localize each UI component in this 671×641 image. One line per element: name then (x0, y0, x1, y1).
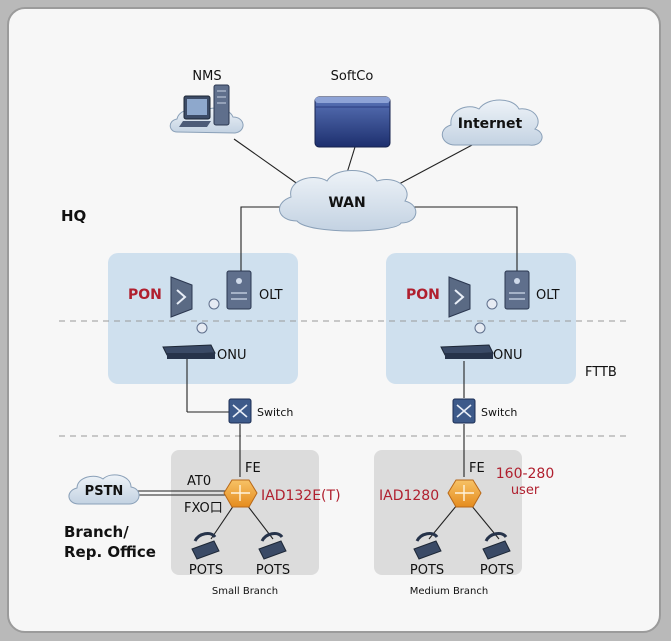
olt-label-right: OLT (536, 288, 560, 303)
iad-small-label: IAD132E(T) (261, 488, 341, 504)
onu-icon-right (440, 344, 494, 359)
branch-label-line1: Branch/ (64, 523, 129, 541)
onu-label-left: ONU (217, 348, 246, 363)
olt-icon-right (504, 270, 530, 310)
user-unit-label: user (511, 483, 540, 498)
hq-label: HQ (61, 207, 86, 225)
phone-icon-2 (258, 532, 287, 560)
connection-lines (114, 138, 518, 540)
onu-icon-left (162, 344, 216, 359)
phone-icon-4 (482, 532, 511, 560)
pon-label-right: PON (406, 287, 440, 303)
at0-label: AT0 (187, 474, 211, 489)
medium-branch-caption: Medium Branch (410, 586, 488, 597)
softco-icon (314, 96, 391, 148)
network-diagram: NMS SoftCo Internet WAN HQ PON OLT ONU (59, 69, 629, 597)
pots-label-2: POTS (256, 563, 290, 578)
internet-label: Internet (458, 116, 523, 132)
diagram-frame: NMS SoftCo Internet WAN HQ PON OLT ONU (7, 7, 661, 633)
olt-icon-left (226, 270, 252, 310)
iad-medium-label: IAD1280 (379, 488, 439, 504)
user-range-label: 160-280 (496, 466, 555, 482)
pon-region-right (386, 253, 576, 384)
fiber-connector-icon-right (474, 298, 498, 334)
fiber-connector-icon-left (196, 298, 220, 334)
onu-label-right: ONU (493, 348, 522, 363)
medium-branch-region (374, 450, 522, 575)
nms-icon (169, 84, 244, 134)
splitter-icon-left (170, 276, 193, 318)
iad-icon-small (223, 479, 258, 508)
internet-cloud-icon (441, 99, 543, 146)
pstn-label: PSTN (85, 484, 124, 499)
nms-label: NMS (192, 69, 221, 84)
softco-label: SoftCo (331, 69, 374, 84)
switch-icon-right (452, 398, 476, 424)
pon-region-left (108, 253, 298, 384)
fe-label-right: FE (469, 461, 485, 476)
switch-label-left: Switch (257, 406, 293, 419)
phone-icon-3 (413, 532, 442, 560)
switch-icon-left (228, 398, 252, 424)
wan-cloud-icon (279, 170, 417, 232)
branch-label-line2: Rep. Office (64, 543, 156, 561)
splitter-icon-right (448, 276, 471, 318)
wan-label: WAN (328, 195, 365, 211)
phone-icon-1 (191, 532, 220, 560)
pots-label-1: POTS (189, 563, 223, 578)
pots-label-4: POTS (480, 563, 514, 578)
small-branch-caption: Small Branch (212, 586, 278, 597)
fe-label-left: FE (245, 461, 261, 476)
fttb-label: FTTB (585, 365, 617, 380)
switch-label-right: Switch (481, 406, 517, 419)
iad-icon-medium (447, 479, 482, 508)
pon-label-left: PON (128, 287, 162, 303)
olt-label-left: OLT (259, 288, 283, 303)
pots-label-3: POTS (410, 563, 444, 578)
pstn-cloud-icon (68, 474, 140, 505)
fxo-label: FXO口 (184, 501, 223, 516)
